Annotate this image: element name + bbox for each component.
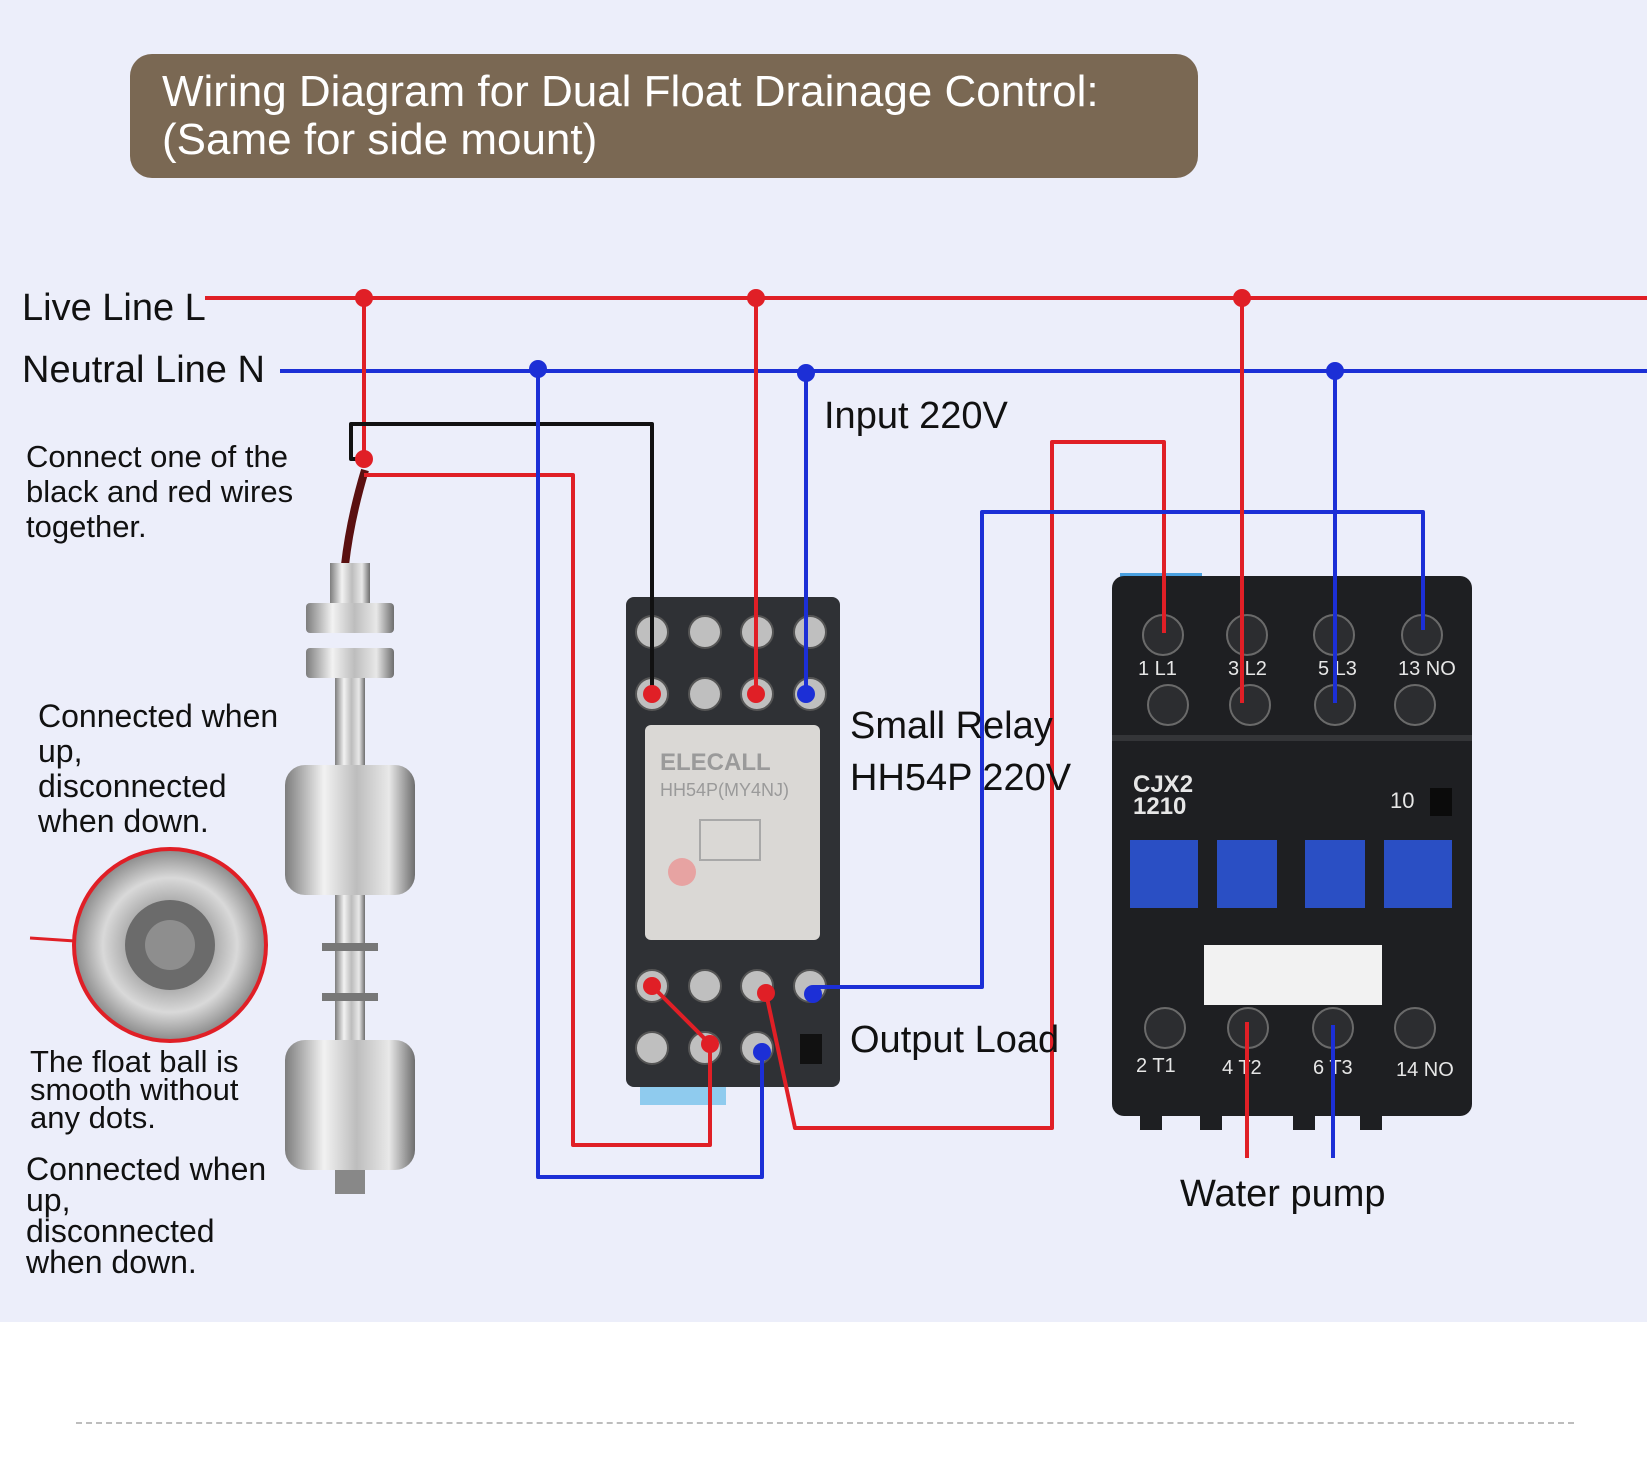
relay-terminal-dot	[757, 984, 775, 1002]
relay-label-line: Small Relay	[850, 705, 1053, 747]
lower-float-note: Connected when up, disconnected when dow…	[26, 1151, 267, 1280]
float-ball-upper	[285, 765, 415, 895]
float-tip	[335, 1170, 365, 1194]
smooth-note-line: any dots.	[30, 1100, 156, 1135]
small-relay: ELECALL HH54P(MY4NJ)	[626, 597, 840, 1105]
float-black-wire	[349, 422, 654, 694]
contactor-aux-number: 10	[1390, 788, 1414, 813]
relay-terminal-dot	[797, 685, 815, 703]
upper-float-note-line: Connected when	[38, 698, 279, 734]
contactor-terminal-bottom-4: 14 NO	[1396, 1059, 1454, 1081]
relay-label-line: HH54P 220V	[850, 757, 1072, 799]
output-blue-wire	[813, 510, 1425, 989]
relay-terminal-dot	[701, 1035, 719, 1053]
relay-terminal-dot	[643, 685, 661, 703]
upper-float-note-line: up,	[38, 733, 83, 769]
contactor-terminal-top-2: 3 L2	[1228, 658, 1267, 680]
smooth-ball-note: The float ball is smooth without any dot…	[30, 1044, 239, 1135]
contactor-terminal-top-1: 1 L1	[1138, 658, 1177, 680]
float-nut-top	[306, 603, 394, 633]
float-thread	[330, 563, 370, 603]
connect-wires-note: Connect one of the black and red wires t…	[26, 439, 293, 544]
lower-float-note-line: when down.	[26, 1244, 197, 1280]
relay-terminal-dot	[643, 977, 661, 995]
title-banner: Wiring Diagram for Dual Float Drainage C…	[130, 54, 1198, 178]
contactor-terminal-top-3: 5 L3	[1318, 658, 1357, 680]
relay-neutral-wire	[536, 369, 764, 1179]
contactor-model-line2: 1210	[1133, 793, 1186, 820]
float-nut-bottom	[306, 648, 394, 678]
relay-label: Small Relay HH54P 220V	[850, 700, 1071, 804]
float-ball-detail	[29, 847, 268, 1043]
float-switch	[285, 468, 415, 1194]
connect-note-line: Connect one of the	[26, 439, 288, 474]
contactor-model-line1: CJX2	[1133, 771, 1193, 798]
lower-float-note-line: disconnected	[26, 1213, 215, 1249]
contactor-terminal-bottom-2: 4 T2	[1222, 1057, 1262, 1079]
float-collar-2	[322, 993, 378, 1001]
relay-brand: ELECALL	[660, 749, 771, 776]
smooth-note-line: The float ball is	[30, 1044, 239, 1079]
dashed-divider	[76, 1422, 1574, 1424]
upper-float-note-line: when down.	[38, 803, 209, 839]
title-line-2: (Same for side mount)	[162, 115, 598, 164]
neutral-junction-dot	[1326, 362, 1344, 380]
float-collar-1	[322, 943, 378, 951]
live-line-label: Live Line L	[22, 287, 206, 329]
lower-float-note-line: up,	[26, 1182, 71, 1218]
output-red-wire	[764, 440, 1166, 1130]
relay-terminal-dot	[753, 1043, 771, 1061]
live-junction-dot	[355, 289, 373, 307]
neutral-junction-dot	[797, 364, 815, 382]
contactor-terminal-bottom-1: 2 T1	[1136, 1055, 1176, 1077]
upper-float-note: Connected when up, disconnected when dow…	[38, 699, 278, 839]
relay-jumper	[650, 984, 712, 1046]
relay-terminal-dot	[804, 985, 822, 1003]
connect-note-line: together.	[26, 509, 147, 544]
input-voltage-label: Input 220V	[824, 395, 1008, 437]
float-red-wire	[364, 473, 712, 1147]
wiring-diagram: ELECALL HH54P(MY4NJ) 1 L1 3 L2 5 L3 13 N…	[29, 289, 1647, 1194]
relay-model: HH54P(MY4NJ)	[660, 780, 789, 800]
float-ball-lower	[285, 1040, 415, 1170]
title-line-1: Wiring Diagram for Dual Float Drainage C…	[162, 67, 1099, 116]
output-load-label: Output Load	[850, 1019, 1060, 1061]
lower-float-note-line: Connected when	[26, 1151, 267, 1187]
connection-dots	[355, 289, 1344, 1061]
float-cable	[341, 468, 369, 566]
connect-note-line: black and red wires	[26, 474, 294, 509]
upper-float-note-line: disconnected	[38, 768, 227, 804]
neutral-line-label: Neutral Line N	[22, 349, 265, 391]
relay-terminal-dot	[747, 685, 765, 703]
neutral-junction-dot	[529, 360, 547, 378]
live-junction-dot	[1233, 289, 1251, 307]
contactor-terminal-top-4: 13 NO	[1398, 658, 1456, 680]
float-joint-dot	[355, 450, 373, 468]
contactor: 1 L1 3 L2 5 L3 13 NO 2 T1 4 T2 6 T3 14 N…	[1112, 573, 1472, 1130]
smooth-note-line: smooth without	[30, 1072, 239, 1107]
live-junction-dot	[747, 289, 765, 307]
water-pump-label: Water pump	[1180, 1173, 1386, 1215]
